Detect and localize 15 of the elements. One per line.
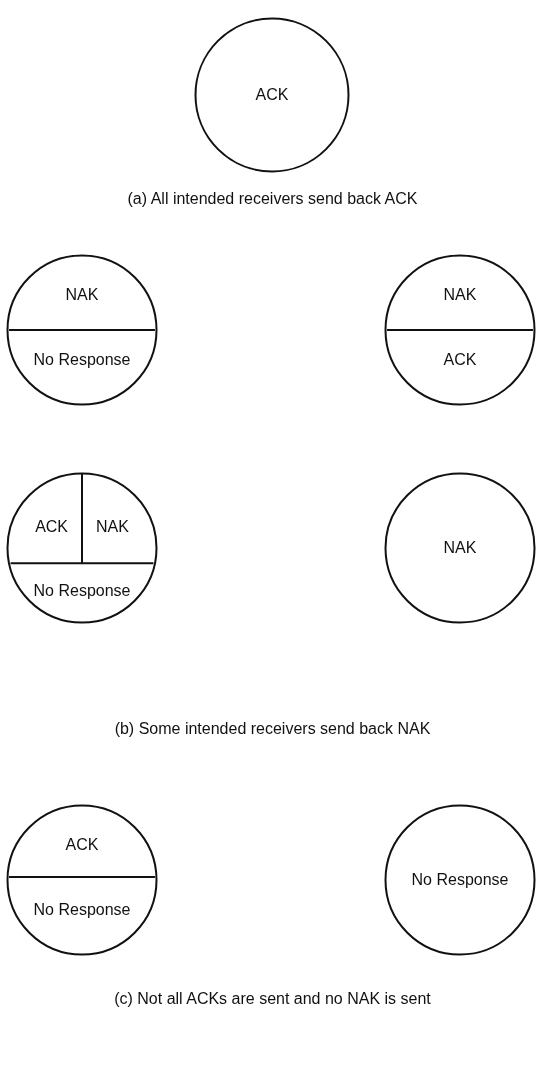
- region-label: ACK: [443, 351, 477, 370]
- region-label: ACK: [255, 86, 289, 104]
- region-label: NAK: [443, 539, 477, 557]
- region-label: No Response: [411, 871, 509, 889]
- figure-caption: (b) Some intended receivers send back NAK: [114, 720, 431, 738]
- figure-caption: (c) Not all ACKs are sent and no NAK is sent: [114, 990, 431, 1008]
- region-label: NAK: [95, 517, 129, 536]
- region-label: NAK: [65, 286, 99, 305]
- region-label: No Response: [33, 901, 131, 920]
- region-label: NAK: [443, 286, 477, 305]
- region-label: No Response: [33, 581, 131, 600]
- region-label: ACK: [35, 517, 69, 536]
- figure-caption: (a) All intended receivers send back ACK: [127, 190, 418, 208]
- region-label: No Response: [33, 351, 131, 370]
- region-label: ACK: [65, 836, 99, 855]
